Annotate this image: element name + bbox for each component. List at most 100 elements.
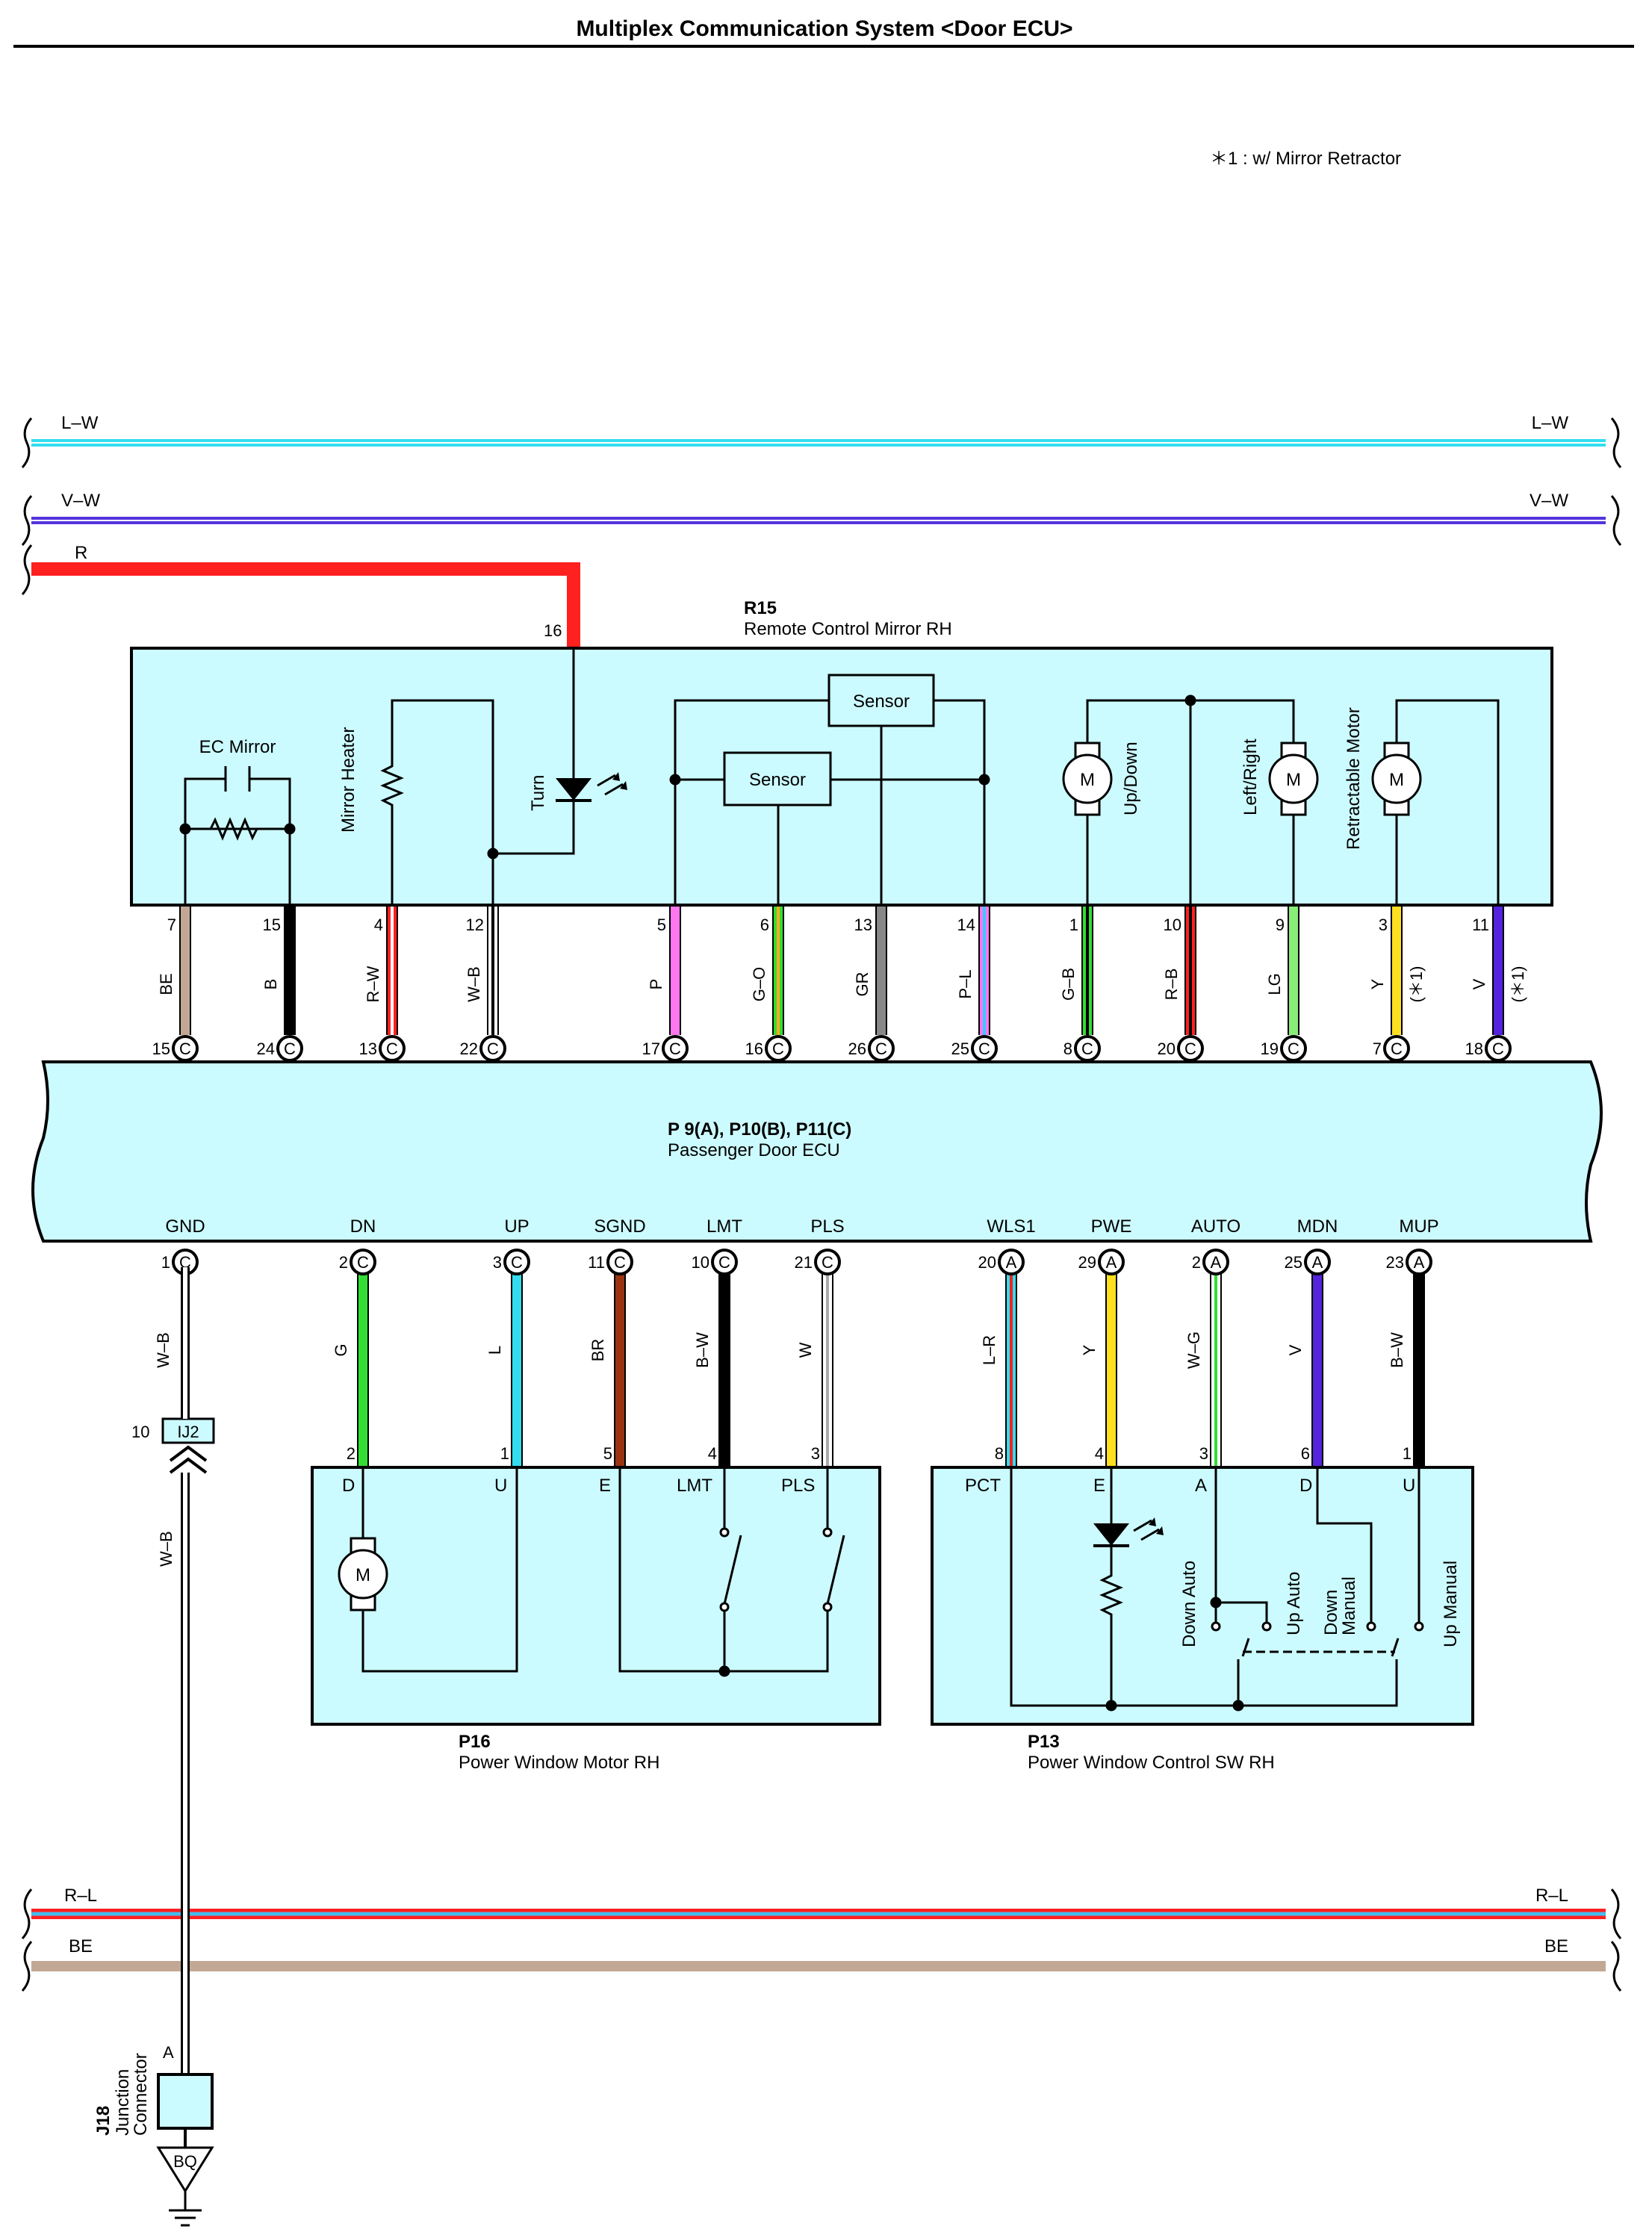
- svg-text:(＊1): (＊1): [1509, 966, 1527, 1003]
- svg-text:16: 16: [544, 621, 562, 640]
- p16-terminals: D U E LMT PLS: [342, 1476, 815, 1496]
- sensor-mid-box: [723, 751, 832, 806]
- svg-text:6: 6: [1301, 1444, 1310, 1463]
- svg-text:12: 12: [466, 916, 484, 934]
- ecu-pin-DN: C: [350, 1249, 376, 1275]
- svg-text:25: 25: [951, 1039, 969, 1058]
- svg-text:14: 14: [957, 916, 975, 934]
- svg-text:C: C: [772, 1039, 784, 1058]
- svg-text:26: 26: [848, 1039, 866, 1058]
- down-auto-label: Down Auto: [1179, 1561, 1199, 1647]
- wire-color-code: P–L: [956, 969, 975, 998]
- svg-text:2: 2: [347, 1444, 355, 1463]
- svg-text:L: L: [485, 1346, 504, 1355]
- break-marks-bottom: [21, 1889, 1622, 1992]
- svg-text:C: C: [386, 1039, 398, 1058]
- down-manual-label-1: Down: [1321, 1590, 1341, 1635]
- svg-text:3: 3: [1379, 916, 1388, 934]
- ec-mirror-circuit: [179, 766, 296, 905]
- svg-text:BE: BE: [1544, 1936, 1568, 1956]
- motor-up-down-icon: M: [1062, 742, 1113, 816]
- ecu-signal-label: PLS: [810, 1216, 844, 1237]
- ecu-signal-label: LMT: [707, 1216, 742, 1237]
- p13-name: Power Window Control SW RH: [1028, 1753, 1275, 1773]
- svg-text:M: M: [355, 1565, 370, 1585]
- svg-text:L–W: L–W: [1532, 413, 1569, 433]
- r15-code: R15: [744, 598, 777, 618]
- svg-text:Y: Y: [1080, 1344, 1099, 1355]
- wire-color-code: Y: [1368, 978, 1387, 989]
- svg-text:C: C: [487, 1039, 499, 1058]
- svg-text:E: E: [599, 1476, 611, 1496]
- svg-text:10: 10: [692, 1253, 709, 1272]
- svg-text:Connector: Connector: [131, 2053, 151, 2136]
- svg-text:D: D: [342, 1476, 355, 1496]
- wire-color-code: R–W: [364, 966, 382, 1002]
- svg-text:C: C: [1492, 1039, 1504, 1058]
- svg-text:B–W: B–W: [693, 1332, 712, 1368]
- bus-r-l: R–L R–L: [31, 1886, 1606, 1919]
- svg-text:LMT: LMT: [677, 1476, 712, 1496]
- svg-text:6: 6: [760, 916, 769, 934]
- p13-terminals: PCT E A D U: [965, 1476, 1415, 1496]
- svg-text:BQ: BQ: [173, 2152, 197, 2171]
- svg-text:W: W: [796, 1342, 815, 1358]
- svg-text:A: A: [163, 2043, 174, 2062]
- break-marks-top: [21, 417, 1622, 595]
- svg-text:22: 22: [460, 1039, 478, 1058]
- svg-text:A: A: [1312, 1253, 1323, 1272]
- svg-text:C: C: [614, 1253, 626, 1272]
- svg-text:11: 11: [588, 1253, 605, 1272]
- svg-text:21: 21: [795, 1253, 813, 1272]
- svg-text:13: 13: [854, 916, 872, 934]
- svg-text:15: 15: [152, 1039, 170, 1058]
- svg-text:20: 20: [978, 1253, 996, 1272]
- svg-text:5: 5: [657, 916, 666, 934]
- ecu-pin-WLS1: A: [998, 1249, 1025, 1275]
- p16-code: P16: [459, 1732, 491, 1752]
- ecu-box: [31, 1060, 1603, 1243]
- wire-color-code: BE: [157, 973, 176, 995]
- up-manual-label: Up Manual: [1441, 1561, 1461, 1647]
- svg-text:4: 4: [1095, 1444, 1104, 1463]
- svg-text:11: 11: [1472, 916, 1489, 934]
- svg-text:C: C: [179, 1253, 191, 1272]
- svg-text:1: 1: [1403, 1444, 1412, 1463]
- ecu-signal-label: GND: [165, 1216, 205, 1237]
- svg-text:20: 20: [1158, 1039, 1176, 1058]
- svg-text:A: A: [1006, 1253, 1017, 1272]
- svg-text:9: 9: [1276, 916, 1285, 934]
- power-led-icon: [1093, 1517, 1164, 1547]
- svg-text:1: 1: [161, 1253, 170, 1272]
- svg-text:1: 1: [1069, 916, 1078, 934]
- svg-text:4: 4: [708, 1444, 717, 1463]
- svg-text:25: 25: [1285, 1253, 1302, 1272]
- ecu-pin-HSSR: C: [868, 1035, 895, 1062]
- svg-text:C: C: [284, 1039, 296, 1058]
- j18-junction-connector: A BQ J18 Junction Connector: [93, 2043, 214, 2227]
- svg-text:23: 23: [1386, 1253, 1404, 1272]
- svg-text:C: C: [875, 1039, 887, 1058]
- wire-color-code: G–O: [750, 967, 768, 1001]
- p13-circuit: [1010, 1467, 1424, 1712]
- svg-text:BE: BE: [69, 1936, 93, 1956]
- wire-color-code: P: [647, 979, 665, 990]
- svg-text:A: A: [1414, 1253, 1425, 1272]
- retractable-label: Retractable Motor: [1344, 707, 1364, 850]
- page-title: Multiplex Communication System <Door ECU…: [576, 16, 1072, 41]
- wire-color-code: R–B: [1162, 969, 1181, 1001]
- wire-color-code: W–B: [465, 966, 483, 1002]
- ecu-pin-PMHR: C: [1280, 1035, 1307, 1062]
- p13-code: P13: [1028, 1732, 1060, 1752]
- ecu-pin-MR+: C: [1383, 1035, 1410, 1062]
- svg-text:C: C: [1391, 1039, 1403, 1058]
- ecu-signal-label: MDN: [1297, 1216, 1338, 1237]
- wire-color-code: GR: [853, 972, 872, 997]
- sensor-circuit: [669, 699, 990, 905]
- mirror-heater-circuit: [380, 647, 575, 905]
